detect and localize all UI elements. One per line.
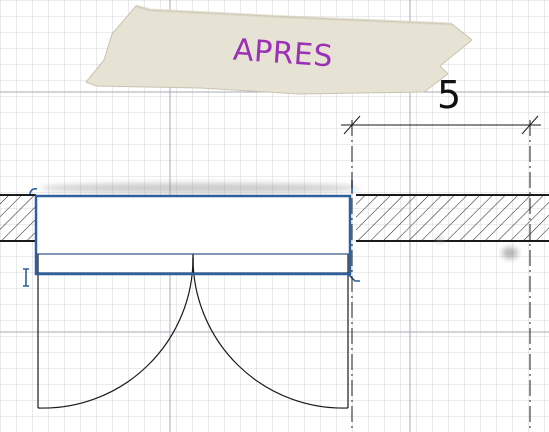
masking-tape — [85, 4, 473, 95]
dimension-line — [341, 115, 541, 432]
wall — [0, 183, 549, 259]
dimension-label: 5 — [437, 73, 462, 117]
double-door[interactable] — [36, 196, 350, 409]
